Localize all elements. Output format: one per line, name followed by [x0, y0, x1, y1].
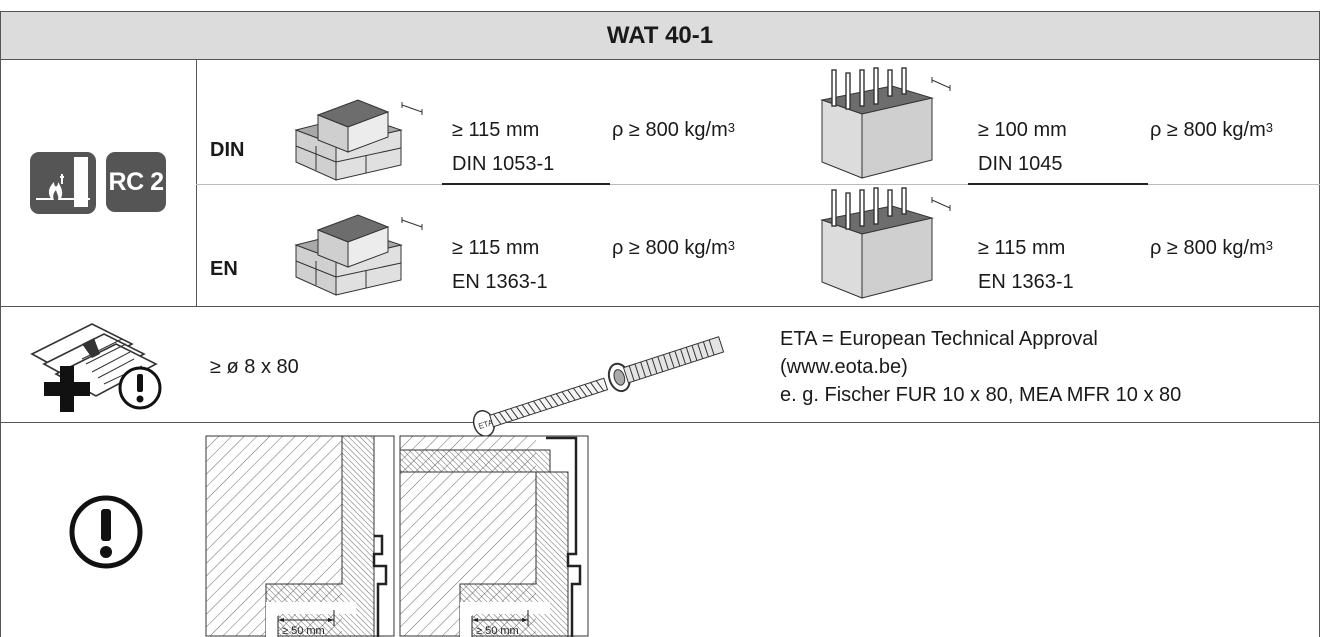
din-brick-thickness: ≥ 115 mm — [452, 119, 540, 141]
din-concrete-density: ρ ≥ 800 kg/m3 — [1150, 119, 1273, 141]
row-divider-sections — [0, 422, 1320, 423]
row-divider-din-en — [196, 184, 1320, 185]
din-label: DIN — [210, 139, 245, 161]
brick-wall-icon — [294, 205, 426, 296]
rule — [442, 183, 610, 185]
rule — [968, 183, 1148, 185]
manual-plus-warning-icon — [22, 314, 177, 414]
frame-section-left: ≥ 50 mm — [205, 435, 395, 637]
eta-line-3: e. g. Fischer FUR 10 x 80, MEA MFR 10 x … — [780, 384, 1182, 406]
frame-anchor-screw-icon: ETA — [450, 318, 730, 437]
din-concrete-standard: DIN 1045 — [978, 153, 1063, 175]
row-divider-anchor — [0, 306, 1320, 307]
concrete-block-icon — [820, 67, 952, 180]
frame-section-right: ≥ 50 mm — [399, 435, 589, 637]
en-brick-density: ρ ≥ 800 kg/m3 — [612, 237, 735, 259]
din-concrete-thickness: ≥ 100 mm — [978, 119, 1067, 141]
en-brick-standard: EN 1363-1 — [452, 271, 548, 293]
en-concrete-standard: EN 1363-1 — [978, 271, 1074, 293]
exclamation-circle-icon — [66, 492, 146, 572]
en-concrete-thickness: ≥ 115 mm — [978, 237, 1066, 259]
en-label: EN — [210, 258, 238, 280]
anchor-size: ≥ ø 8 x 80 — [210, 356, 299, 378]
left-section-dimension: ≥ 50 mm — [282, 625, 325, 637]
table-header: WAT 40-1 — [1, 11, 1319, 60]
fire-door-icon — [30, 152, 96, 214]
column-divider — [196, 59, 197, 306]
en-concrete-density: ρ ≥ 800 kg/m3 — [1150, 237, 1273, 259]
brick-wall-icon — [294, 90, 426, 181]
table-border-left — [0, 11, 1, 637]
right-section-dimension: ≥ 50 mm — [476, 625, 519, 637]
concrete-block-icon — [820, 187, 952, 300]
eta-line-2: (www.eota.be) — [780, 356, 908, 378]
rc2-badge: RC 2 — [106, 152, 166, 212]
en-brick-thickness: ≥ 115 mm — [452, 237, 540, 259]
din-brick-density: ρ ≥ 800 kg/m3 — [612, 119, 735, 141]
product-title: WAT 40-1 — [606, 21, 714, 49]
eta-line-1: ETA = European Technical Approval — [780, 328, 1098, 350]
din-brick-standard: DIN 1053-1 — [452, 153, 555, 175]
